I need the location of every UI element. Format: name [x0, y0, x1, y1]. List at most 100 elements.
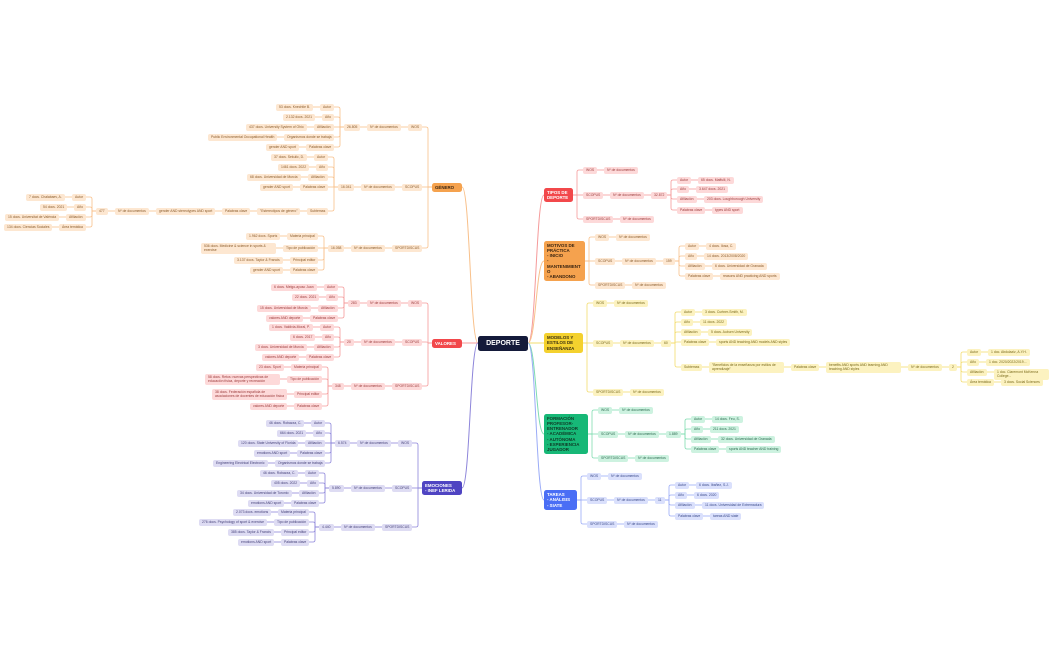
map-node-palabras-clave[interactable]: Palabras clave [791, 363, 820, 371]
map-node-32-872[interactable]: 32.872 [651, 191, 668, 199]
map-node-134-docs-ciencias-sociales[interactable]: 134 docs. Ciencias Sociales [4, 223, 53, 231]
map-node-tareas-and-siate[interactable]: tareas AND siate [710, 512, 742, 520]
map-node-32-docs-universidad-de-granada[interactable]: 32 docs. Universidad de Granada [718, 435, 775, 443]
map-node-4-440[interactable]: 4.440 [319, 523, 334, 531]
map-node-afiliacion[interactable]: Afiliación [685, 262, 705, 270]
map-node-3-docs-curtner-smith-m[interactable]: 3 docs. Curtner-Smith, M. [702, 308, 747, 316]
map-node-materia-principal[interactable]: Materia principal [287, 232, 318, 240]
map-node-area-tematica[interactable]: Área temática [59, 223, 86, 231]
map-node-477[interactable]: 477 [96, 207, 108, 215]
branch-valores[interactable]: VALORES [432, 338, 462, 348]
map-node-ano[interactable]: Año [307, 479, 320, 487]
map-node-valores-and-deporte[interactable]: valores AND deporte [250, 402, 288, 410]
map-node-scopus[interactable]: SCOPUS [402, 183, 423, 191]
map-node-536-docs-medicine-science-in-s[interactable]: 536 docs. Medicine & science in sports &… [201, 242, 276, 254]
map-node-wos[interactable]: WOS [583, 166, 598, 174]
map-node-materia-principal[interactable]: Materia principal [291, 363, 322, 371]
map-node-n-de-documentos[interactable]: Nº de documentos [632, 281, 666, 289]
map-node-3-137-docs-taylor-francis[interactable]: 3.137 docs. Taylor & Francis [234, 256, 283, 264]
map-node-26-805[interactable]: 26.805 [344, 123, 361, 131]
map-node-1-doc-abdulaziz-a-y-h[interactable]: 1 doc. Abdulaziz, A.Y.H. [988, 348, 1030, 356]
map-node-4-docs-ilosa-c[interactable]: 4 docs. Ilosa, C. [706, 242, 737, 250]
map-node-sports-and-teacher-and-trainin[interactable]: sports AND teacher AND training [726, 445, 782, 453]
map-node-tipo-de-publicacion[interactable]: Tipo de publicación [283, 244, 319, 252]
map-node-385-docs-taylor-francis[interactable]: 385 docs. Taylor & Francis [228, 528, 274, 536]
map-node-6-docs-2017[interactable]: 6 docs. 2017 [290, 333, 316, 341]
map-node-n-de-documentos[interactable]: Nº de documentos [908, 363, 942, 371]
map-node-principal-editor[interactable]: Principal editor [290, 256, 319, 264]
map-node-n-de-documentos[interactable]: Nº de documentos [622, 257, 656, 265]
map-node-autor[interactable]: Autor [305, 469, 320, 477]
map-node-7-docs-chalabaev-a[interactable]: 7 docs. Chalabaev, A. [26, 193, 65, 201]
map-node-palabras-clave[interactable]: Palabras clave [290, 266, 319, 274]
map-node-23-docs-sport[interactable]: 23 docs. Sport [256, 363, 284, 371]
map-node-palabras-clave[interactable]: Palabras clave [306, 353, 335, 361]
map-node-ano[interactable]: Año [675, 491, 688, 499]
map-node-n-de-documentos[interactable]: Nº de documentos [620, 339, 654, 347]
map-node-11-docs-universidad-de-extrema[interactable]: 11 docs. Universidad de Extremadura [702, 501, 765, 509]
map-node-palabras-clave[interactable]: Palabras clave [685, 272, 714, 280]
map-node-11[interactable]: 11 [655, 496, 665, 504]
map-node-n-de-documentos[interactable]: Nº de documentos [361, 338, 395, 346]
map-node-palabras-clave[interactable]: Palabras clave [300, 183, 329, 191]
map-node-area-tematica[interactable]: Área temática [967, 378, 994, 386]
map-node-wos[interactable]: WOS [408, 299, 423, 307]
map-node-afiliacion[interactable]: Afiliación [967, 368, 987, 376]
map-node-tipo-de-publicacion[interactable]: Tipo de publicación [287, 375, 323, 383]
map-node-palabras-clave[interactable]: Palabras clave [291, 499, 320, 507]
map-node-scopus[interactable]: SCOPUS [402, 338, 423, 346]
map-node-valores-and-deporte[interactable]: valores AND deporte [262, 353, 300, 361]
map-node-22-docs-2021[interactable]: 22 docs. 2021 [292, 293, 320, 301]
map-node-ano[interactable]: Año [313, 429, 326, 437]
map-node-54-docs-2021[interactable]: 54 docs. 2021 [40, 203, 68, 211]
map-node-46-docs-robazza-c[interactable]: 46 docs. Robazza, C. [266, 419, 305, 427]
map-node-principal-editor[interactable]: Principal editor [281, 528, 310, 536]
map-node-1461-docs-2022[interactable]: 1461 docs. 2022 [278, 163, 310, 171]
map-node-n-de-documentos[interactable]: Nº de documentos [361, 183, 395, 191]
map-node-6-docs-ibanez-s-j[interactable]: 6 docs. Ibañez, S.J. [696, 481, 732, 489]
map-node-palabras-clave[interactable]: Palabras clave [691, 445, 720, 453]
map-node-159[interactable]: 159 [663, 257, 675, 265]
map-node-organismos-donde-se-trabaja[interactable]: Organismos donde se trabaja [275, 459, 326, 467]
map-node-5-890[interactable]: 5.890 [329, 484, 344, 492]
map-node-wos[interactable]: WOS [587, 472, 602, 480]
map-node-n-de-documentos[interactable]: Nº de documentos [619, 406, 653, 414]
map-node-wos[interactable]: WOS [598, 406, 613, 414]
map-node-gender-and-sport[interactable]: gender AND sport [250, 266, 283, 274]
map-node-palabras-clave[interactable]: Palabras clave [281, 538, 310, 546]
map-node-beneficios-de-la-ensenanza-por[interactable]: "Beneficios de la enseñanza por estilos … [709, 361, 784, 373]
map-node-sportdiscus[interactable]: SPORTDISCUS [392, 244, 423, 252]
map-node-2-073-docs-emotions[interactable]: 2.073 docs. emotions [233, 508, 272, 516]
map-node-scopus[interactable]: SCOPUS [598, 430, 619, 438]
map-node-reasons-and-practicing-and-spo[interactable]: reasons AND practicing AND sports [720, 272, 780, 280]
map-node-15-docs-universidad-de-murcia[interactable]: 15 docs. Universidad de Murcia [257, 304, 311, 312]
map-node-autor[interactable]: Autor [691, 415, 706, 423]
map-node-benefits-and-sports-and-learni[interactable]: benefits AND sports AND learning AND tea… [826, 361, 901, 373]
map-node-subtemas[interactable]: Subtemas [681, 363, 703, 371]
map-node-37-docs-sekulic-d[interactable]: 37 docs. Sekulic, D. [271, 153, 307, 161]
map-node-sportdiscus[interactable]: SPORTDISCUS [593, 388, 624, 396]
map-node-n-de-documentos[interactable]: Nº de documentos [351, 382, 385, 390]
map-node-n-de-documentos[interactable]: Nº de documentos [351, 484, 385, 492]
map-node-3-docs-social-sciences[interactable]: 3 docs. Social Sciences [1001, 378, 1043, 386]
map-node-203-docs-loughborough-universi[interactable]: 203 docs. Loughborough University [704, 195, 764, 203]
map-node-autor[interactable]: Autor [685, 242, 700, 250]
map-node-wos[interactable]: WOS [408, 123, 423, 131]
branch-emociones-inef-lerida[interactable]: EMOCIONES - INEF LERIDA [422, 480, 462, 496]
map-node-scopus[interactable]: SCOPUS [392, 484, 413, 492]
map-node-6-574[interactable]: 6.574 [335, 439, 350, 447]
map-node-ano[interactable]: Año [322, 333, 335, 341]
map-node-afiliacion[interactable]: Afiliación [318, 304, 338, 312]
map-node-2[interactable]: 2 [949, 363, 957, 371]
map-node-n-de-documentos[interactable]: Nº de documentos [630, 388, 664, 396]
map-node-14-docs-2013-2008-2020[interactable]: 14 docs. 2013/2008/2020 [704, 252, 749, 260]
map-node-16-041[interactable]: 16.041 [338, 183, 355, 191]
map-node-14-docs-feu-s[interactable]: 14 docs. Feu, S. [712, 415, 743, 423]
map-node-n-de-documentos[interactable]: Nº de documentos [367, 299, 401, 307]
map-node-68-docs-universidad-de-murcia[interactable]: 68 docs. Universidad de Murcia [247, 173, 301, 181]
map-node-283[interactable]: 283 [348, 299, 360, 307]
map-node-ano[interactable]: Año [322, 113, 335, 121]
map-node-gender-and-sport[interactable]: gender AND sport [260, 183, 293, 191]
map-node-subtemas[interactable]: Subtemas [307, 207, 329, 215]
map-node-sportdiscus[interactable]: SPORTDISCUS [583, 215, 614, 223]
